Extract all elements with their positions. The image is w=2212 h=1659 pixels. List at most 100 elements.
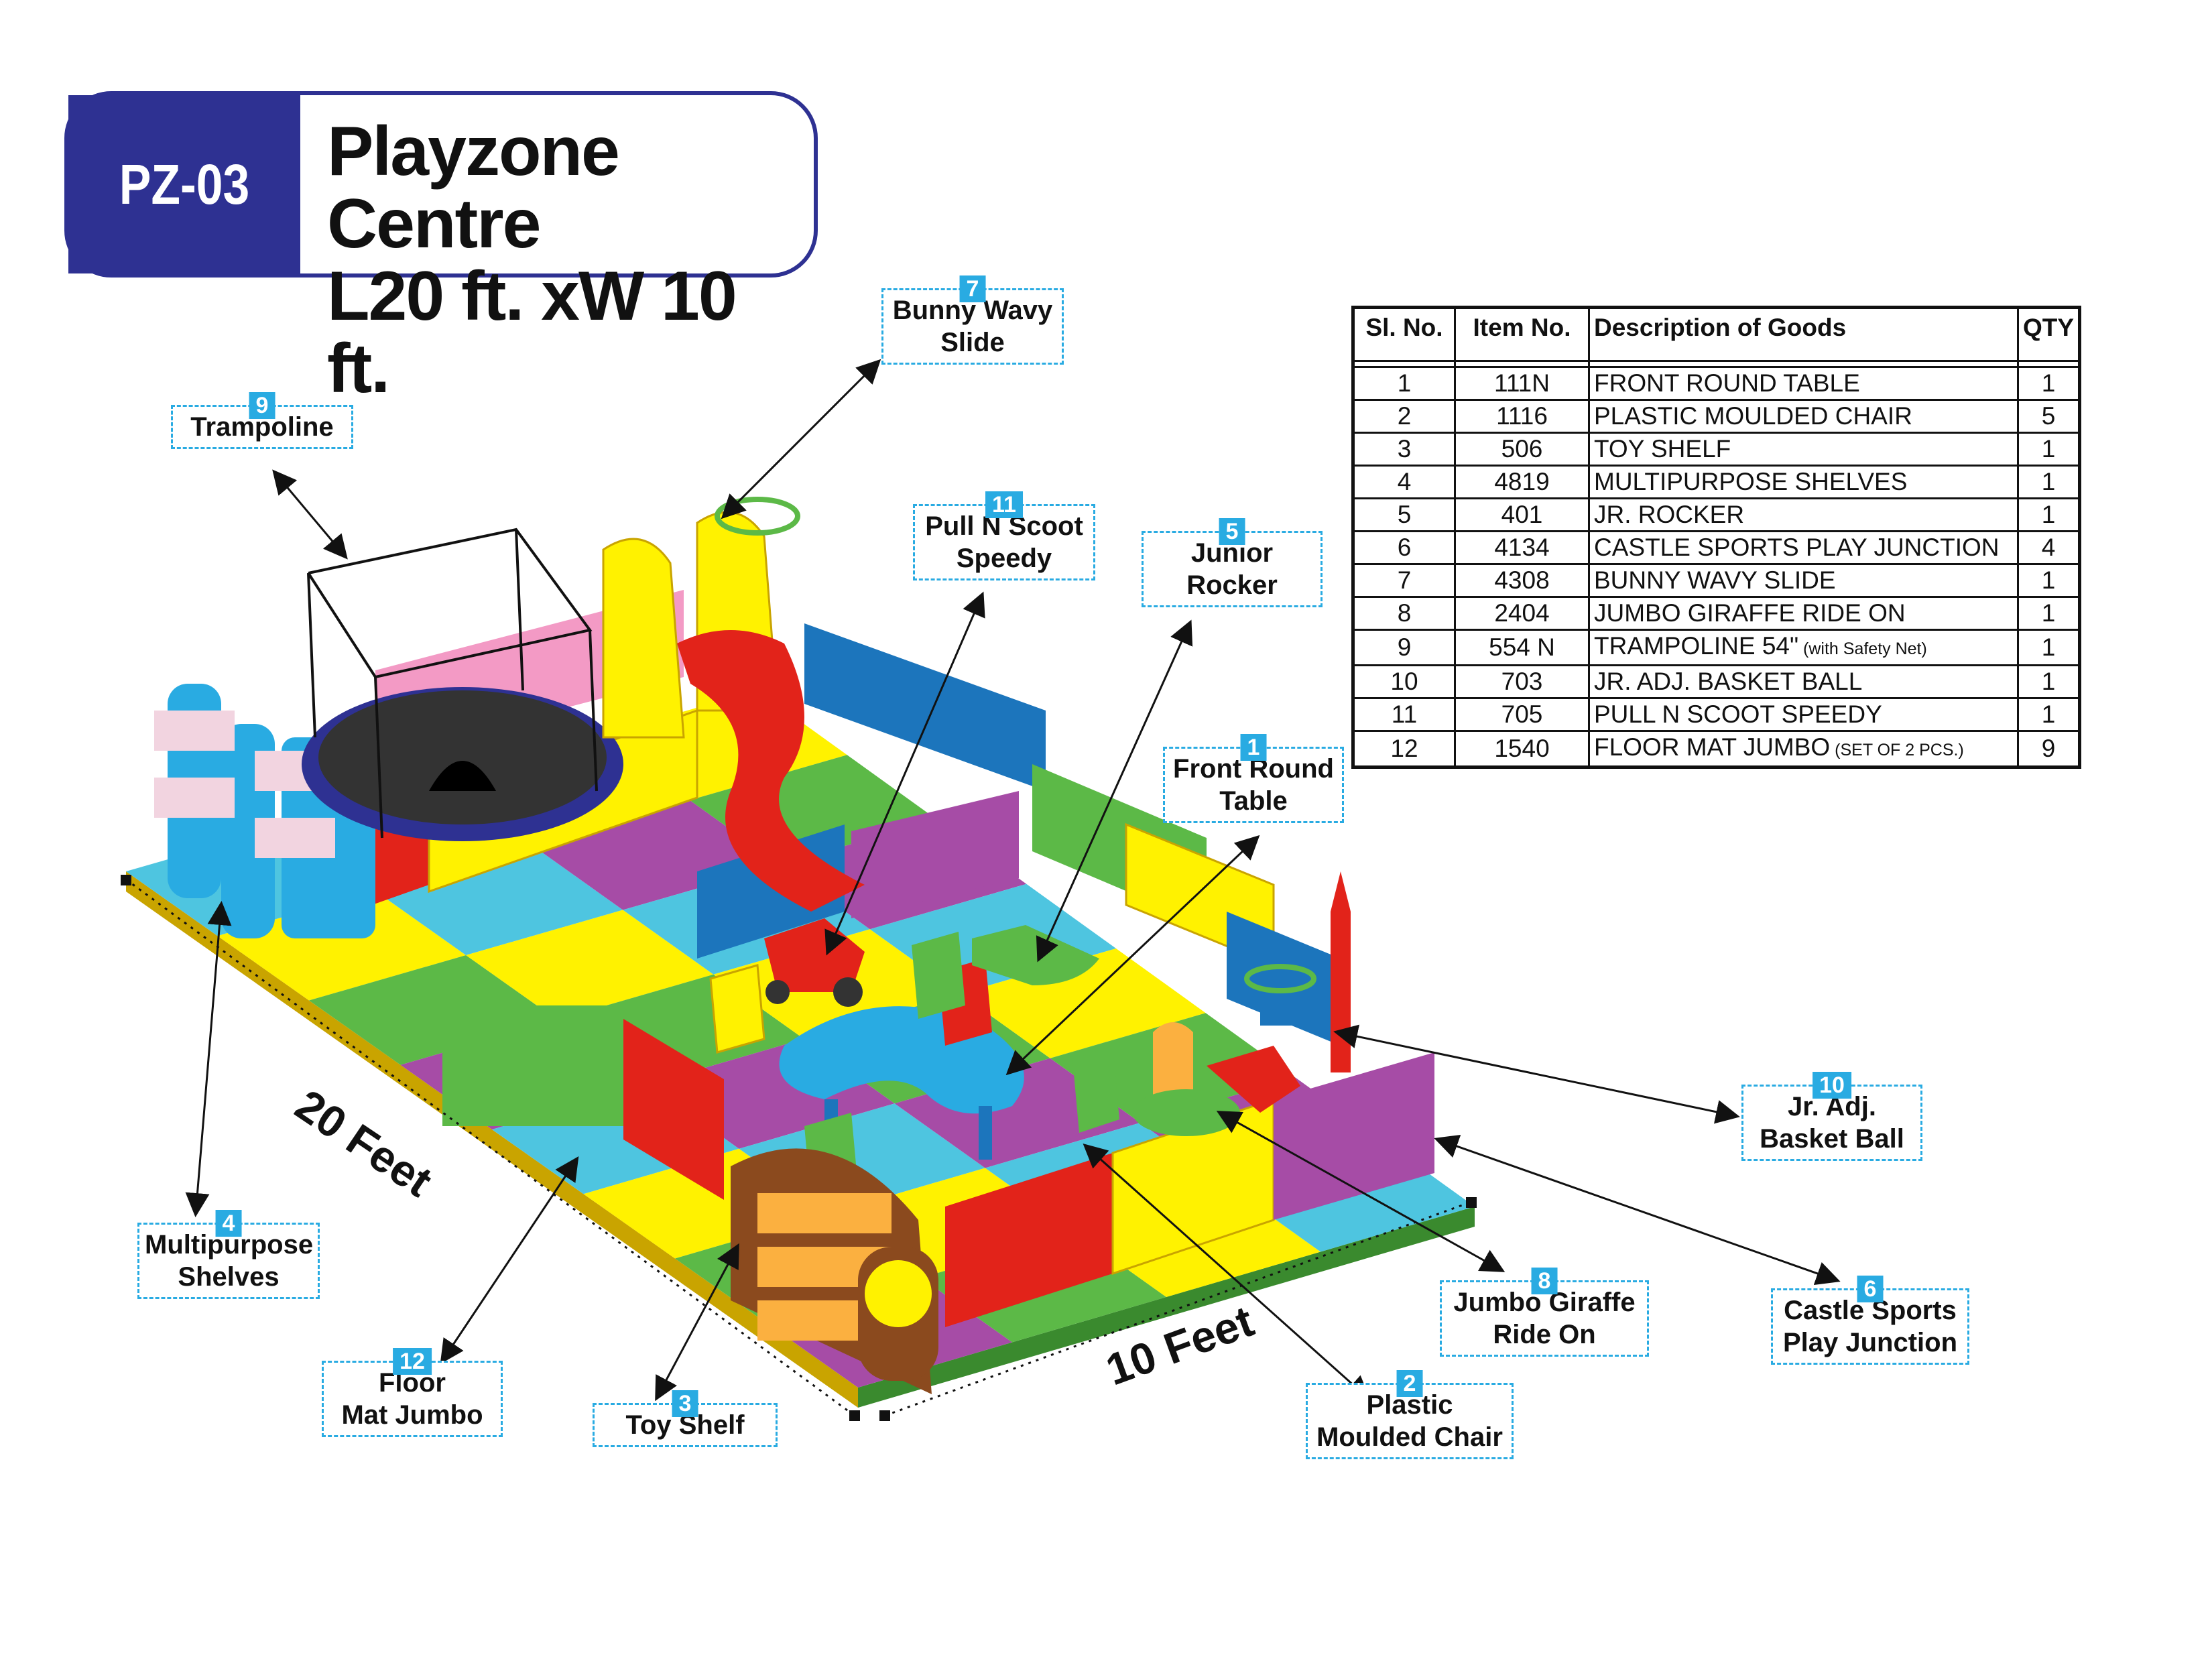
header-item-no: Item No. [1454, 306, 1590, 362]
cell-description: BUNNY WAVY SLIDE [1588, 563, 2019, 598]
cell-sl-no: 4 [1352, 465, 1456, 499]
callout-label: Table [1219, 786, 1288, 816]
callout-label: Moulded Chair [1316, 1422, 1503, 1452]
cell-qty: 1 [2016, 366, 2081, 401]
cell-sl-no: 3 [1352, 432, 1456, 467]
callout-pull-n-scoot-speedy: 11 Pull N Scoot Speedy [913, 491, 1095, 580]
callout-castle-sports-play-junction: 6 Castle Sports Play Junction [1771, 1276, 1969, 1365]
callout-label: Play Junction [1782, 1328, 1958, 1357]
table-header-row: Sl. No. Item No. Description of Goods QT… [1352, 306, 2081, 362]
cell-item-no: 506 [1454, 432, 1590, 467]
cell-qty: 1 [2016, 465, 2081, 499]
callout-number: 2 [1396, 1370, 1423, 1397]
bunny-wavy-slide-drawing [602, 497, 865, 912]
cell-description: TOY SHELF [1588, 432, 2019, 467]
callout-jr-adj-basket-ball: 10 Jr. Adj. Basket Ball [1741, 1072, 1922, 1161]
cell-item-no: 1116 [1454, 399, 1590, 434]
title-line-2: L20 ft. xW 10 ft. [327, 257, 737, 408]
callout-front-round-table: 1 Front Round Table [1163, 734, 1344, 823]
callout-multipurpose-shelves: 4 Multipurpose Shelves [137, 1210, 320, 1299]
cell-description: PLASTIC MOULDED CHAIR [1588, 399, 2019, 434]
product-header: PZ-03 Playzone Centre L20 ft. xW 10 ft. [64, 91, 818, 405]
cell-description: TRAMPOLINE 54" (with Safety Net) [1588, 629, 2019, 666]
toy-shelf-drawing [731, 1148, 938, 1394]
cell-sl-no: 8 [1352, 596, 1456, 631]
callout-leaders [185, 359, 1841, 1402]
cell-item-no: 401 [1454, 497, 1590, 532]
cell-qty: 1 [2016, 596, 2081, 631]
callout-toy-shelf: 3 Toy Shelf [593, 1390, 778, 1447]
product-code: PZ-03 [85, 95, 284, 273]
cell-sl-no: 2 [1352, 399, 1456, 434]
cell-qty: 1 [2016, 697, 2081, 732]
callout-label: Basket Ball [1760, 1124, 1904, 1154]
callout-number: 7 [959, 275, 986, 302]
callout-trampoline: 9 Trampoline [171, 392, 353, 449]
callout-junior-rocker: 5 Junior Rocker [1142, 518, 1323, 607]
table-gap-row [1352, 360, 2081, 368]
length-dimension-line [125, 878, 855, 1417]
callout-label: Mat Jumbo [341, 1400, 483, 1430]
cell-description-note: (SET OF 2 PCS.) [1830, 741, 1964, 759]
cell-item-no: 1540 [1454, 730, 1590, 768]
cell-sl-no: 10 [1352, 664, 1456, 699]
callout-number: 9 [249, 392, 275, 419]
callout-number: 3 [672, 1390, 698, 1417]
parts-table: Sl. No. Item No. Description of Goods QT… [1351, 306, 2082, 769]
callout-number: 5 [1219, 518, 1245, 545]
cell-item-no: 4134 [1454, 530, 1590, 565]
product-title: Playzone Centre L20 ft. xW 10 ft. [327, 115, 814, 405]
callout-label: Shelves [178, 1262, 280, 1292]
cell-qty: 1 [2016, 497, 2081, 532]
title-line-1: Playzone Centre [327, 113, 620, 263]
callout-label: Ride On [1493, 1320, 1596, 1349]
callout-label: Rocker [1186, 570, 1278, 600]
callout-number: 10 [1812, 1072, 1851, 1099]
callout-bunny-wavy-slide: 7 Bunny Wavy Slide [881, 275, 1064, 365]
cell-qty: 1 [2016, 563, 2081, 598]
cell-qty: 9 [2016, 730, 2081, 768]
cell-sl-no: 1 [1352, 366, 1456, 401]
header-sl-no: Sl. No. [1352, 306, 1456, 362]
callout-label: Slide [940, 328, 1005, 357]
callout-number: 1 [1240, 734, 1267, 761]
cell-item-no: 4308 [1454, 563, 1590, 598]
cell-item-no: 4819 [1454, 465, 1590, 499]
cell-qty: 1 [2016, 629, 2081, 666]
cell-item-no: 2404 [1454, 596, 1590, 631]
cell-description: JR. ROCKER [1588, 497, 2019, 532]
cell-qty: 5 [2016, 399, 2081, 434]
header-qty: QTY [2016, 306, 2081, 362]
basket-ball-drawing [1244, 871, 1351, 1072]
cell-description: JUMBO GIRAFFE RIDE ON [1588, 596, 2019, 631]
cell-description: JR. ADJ. BASKET BALL [1588, 664, 2019, 699]
callout-number: 12 [393, 1348, 432, 1375]
cell-qty: 4 [2016, 530, 2081, 565]
cell-sl-no: 11 [1352, 697, 1456, 732]
floor-tile [217, 890, 467, 1001]
callout-number: 4 [215, 1210, 242, 1237]
cell-description-note: (with Safety Net) [1798, 639, 1927, 658]
cell-item-no: 705 [1454, 697, 1590, 732]
callout-number: 8 [1531, 1268, 1558, 1294]
callout-plastic-moulded-chair: 2 Plastic Moulded Chair [1306, 1370, 1514, 1459]
cell-sl-no: 12 [1352, 730, 1456, 768]
cell-description: FRONT ROUND TABLE [1588, 366, 2019, 401]
cell-sl-no: 6 [1352, 530, 1456, 565]
callout-jumbo-giraffe-ride-on: 8 Jumbo Giraffe Ride On [1440, 1268, 1649, 1357]
cell-description: CASTLE SPORTS PLAY JUNCTION [1588, 530, 2019, 565]
